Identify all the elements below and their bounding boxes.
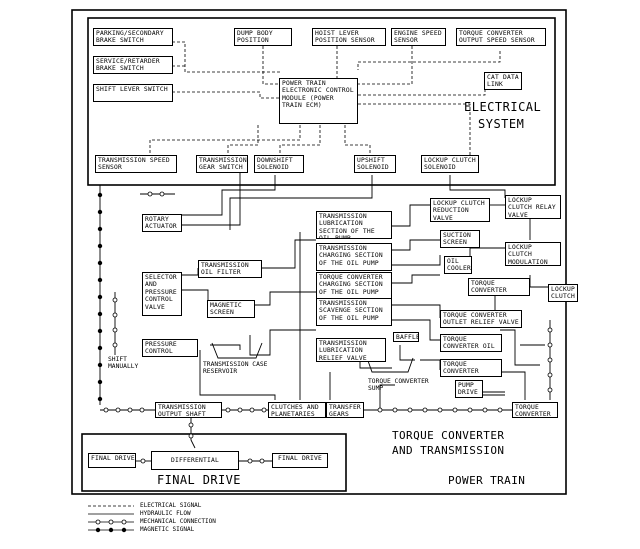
rotary-actuator: ROTARY ACTUATOR	[142, 214, 182, 232]
torque-converter-screen: TORQUE CONVERTER SCREEN	[468, 278, 530, 296]
oil-pump-charging-section: TRANSMISSION CHARGING SECTION OF THE OIL…	[316, 243, 392, 271]
oil-pump-lubrication-section: TRANSMISSION LUBRICATION SECTION OF THE …	[316, 211, 392, 239]
lockup-clutch-reduction-valve: LOCKUP CLUTCH REDUCTION VALVE	[430, 198, 490, 222]
reservoir-shapes	[211, 342, 414, 373]
lockup-clutch: LOCKUP CLUTCH	[548, 284, 578, 302]
final-drive-left: FINAL DRIVE	[88, 453, 136, 468]
legend-samples	[88, 505, 134, 531]
legend-magnetic-signal: MAGNETIC SIGNAL	[140, 526, 195, 533]
selector-pressure-control-valve: SELECTOR AND PRESSURE CONTROL VALVE	[142, 272, 182, 316]
electrical-system-title-2: SYSTEM	[478, 117, 525, 131]
lockup-clutch-relay-valve: LOCKUP CLUTCH RELAY VALVE	[505, 195, 561, 219]
torque-converter-sump-label: TORQUE CONVERTER SUMP	[368, 378, 429, 393]
lubrication-relief-valve: TRANSMISSION LUBRICATION RELIEF VALVE	[316, 338, 386, 362]
service-brake-switch: SERVICE/RETARDER BRAKE SWITCH	[93, 56, 173, 74]
hoist-lever-sensor: HOIST LEVER POSITION SENSOR	[312, 28, 386, 46]
lockup-clutch-solenoid: LOCKUP CLUTCH SOLENOID	[421, 155, 479, 173]
electrical-system-title-1: ELECTRICAL	[464, 100, 542, 114]
final-drive-right: FINAL DRIVE	[272, 453, 328, 468]
upshift-solenoid: UPSHIFT SOLENOID	[354, 155, 396, 173]
parking-brake-switch: PARKING/SECONDARY BRAKE SWITCH	[93, 28, 173, 46]
legend-mechanical-connection: MECHANICAL CONNECTION	[140, 518, 216, 525]
cat-data-link: CAT DATA LINK	[484, 72, 522, 90]
transmission-oil-filter: TRANSMISSION OIL FILTER	[198, 260, 262, 278]
differential: DIFFERENTIAL	[151, 451, 239, 470]
tc-output-speed-sensor: TORQUE CONVERTER OUTPUT SPEED SENSOR	[456, 28, 546, 46]
legend-hydraulic-flow: HYDRAULIC FLOW	[140, 510, 191, 517]
transmission-output-shaft: TRANSMISSION OUTPUT SHAFT	[155, 402, 222, 418]
oil-pump-tc-charging-section: TORQUE CONVERTER CHARGING SECTION OF THE…	[316, 272, 392, 300]
shift-manually-label: SHIFT MANUALLY	[108, 356, 139, 371]
transfer-gears: TRANSFER GEARS	[326, 402, 364, 418]
tc-inlet-relief-valve: TORQUE CONVERTER INLET RELIEF VALVE	[440, 359, 502, 377]
torque-converter: TORQUE CONVERTER	[512, 402, 558, 418]
magnetic-signal-nodes	[97, 192, 103, 402]
lockup-clutch-modulation-valve: LOCKUP CLUTCH MODULATION VALVE	[505, 242, 561, 266]
final-drive-title: FINAL DRIVE	[157, 473, 241, 487]
transmission-case-reservoir-label: TRANSMISSION CASE RESERVOIR	[203, 361, 268, 376]
tc-and-transmission-title-1: TORQUE CONVERTER	[392, 429, 505, 442]
oil-pump-scavenge-section: TRANSMISSION SCAVENGE SECTION OF THE OIL…	[316, 298, 392, 326]
suction-screen: SUCTION SCREEN	[440, 230, 480, 248]
trans-gear-switch: TRANSMISSION GEAR SWITCH	[196, 155, 248, 173]
legend-electrical-signal: ELECTRICAL SIGNAL	[140, 502, 202, 509]
tc-and-transmission-title-2: AND TRANSMISSION	[392, 444, 505, 457]
power-train-title: POWER TRAIN	[448, 474, 526, 487]
pressure-control-valve: PRESSURE CONTROL VALVE	[142, 339, 198, 357]
tc-outlet-relief-valve: TORQUE CONVERTER OUTLET RELIEF VALVE	[440, 310, 522, 328]
oil-cooler: OIL COOLER	[444, 256, 472, 274]
final-drive-frame	[81, 433, 347, 492]
shift-lever-switch: SHIFT LEVER SWITCH	[93, 84, 173, 102]
downshift-solenoid: DOWNSHIFT SOLENOID	[254, 155, 304, 173]
clutches-and-planetaries: CLUTCHES AND PLANETARIES	[268, 402, 326, 418]
magnetic-screen: MAGNETIC SCREEN	[207, 300, 255, 318]
electrical-system-frame	[87, 17, 556, 186]
mechanical-connection-nodes	[103, 191, 553, 464]
dump-body-position: DUMP BODY POSITION	[234, 28, 292, 46]
tc-oil-filter: TORQUE CONVERTER OIL FILTER	[440, 334, 502, 352]
trans-speed-sensor: TRANSMISSION SPEED SENSOR	[95, 155, 177, 173]
engine-speed-sensor: ENGINE SPEED SENSOR	[391, 28, 446, 46]
power-train-ecm: POWER TRAIN ELECTRONIC CONTROL MODULE (P…	[279, 78, 358, 124]
power-train-frame	[71, 9, 567, 495]
pump-drive: PUMP DRIVE	[455, 380, 483, 398]
baffle: BAFFLE	[393, 332, 419, 342]
electrical-signal-lines	[149, 41, 501, 160]
